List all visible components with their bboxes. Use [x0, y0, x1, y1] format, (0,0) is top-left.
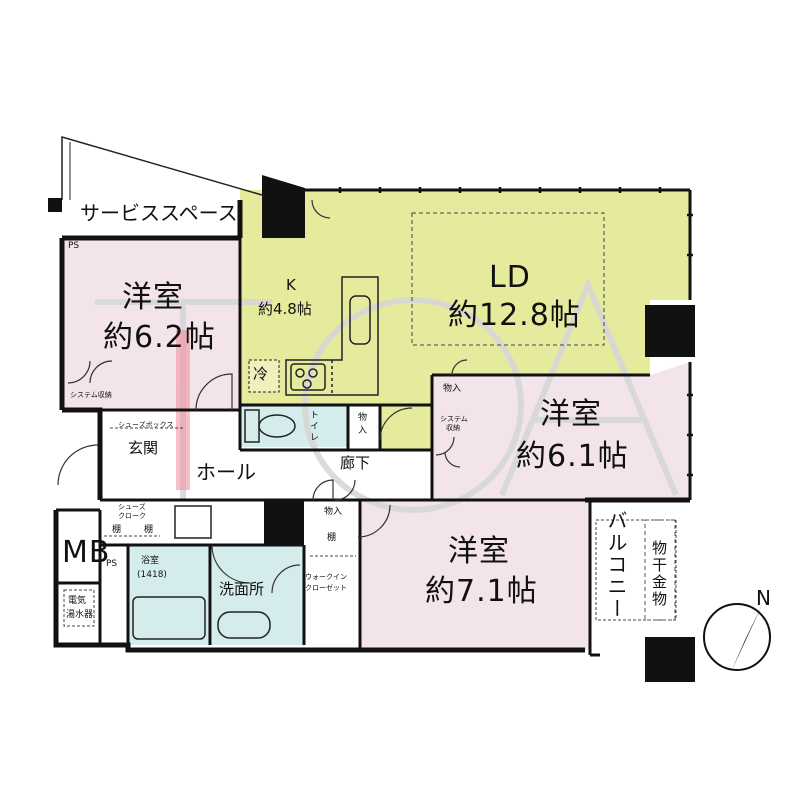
bath-size-label: (1418)	[137, 570, 167, 580]
kitchen-size: 約4.8帖	[258, 300, 312, 318]
water-heater-1-label: 電気	[68, 596, 87, 606]
bedroom-1-name: 洋室	[122, 280, 184, 315]
bedroom-2-floor	[432, 362, 690, 500]
system-storage-2a-label: システム	[440, 415, 468, 423]
hall-label: ホール	[196, 460, 256, 484]
balcony-label: バルコニー	[604, 510, 628, 620]
system-storage-1-label: システム収納	[70, 391, 112, 399]
shelf-3-label: 棚	[327, 533, 337, 543]
monoire-3-label: 物入	[324, 507, 343, 517]
kitchen-counter	[285, 276, 379, 396]
compass-north-label: N	[756, 586, 771, 610]
refrigerator-label: 冷	[253, 365, 269, 383]
drying-rack-box	[644, 519, 676, 621]
bath-label: 浴室	[141, 556, 160, 566]
service-space-label: サービススペース	[80, 201, 238, 225]
bedroom-2-name: 洋室	[540, 397, 602, 432]
door-swings	[57, 199, 468, 594]
ld-dashed-area	[411, 212, 605, 346]
bedroom-3-size: 約7.1帖	[425, 574, 538, 609]
shelf-lines	[104, 427, 677, 621]
toilet-fixture	[244, 409, 296, 443]
shoe-box-label: シューズボックス	[118, 421, 174, 429]
ld-size: 約12.8帖	[448, 298, 581, 333]
washroom-label: 洗面所	[219, 580, 265, 598]
toilet-label: トイレ	[308, 410, 318, 443]
water-heater-box	[63, 589, 95, 627]
kitchen-name: K	[286, 276, 296, 294]
drying-rack-label: 物干金物	[650, 540, 668, 608]
ps-top-label: PS	[68, 241, 80, 251]
mb-label: MB	[62, 535, 111, 570]
walk-in-2-label: クローゼット	[305, 584, 347, 592]
bedroom-2-size: 約6.1帖	[516, 439, 629, 474]
refrigerator-space	[248, 359, 280, 393]
bedroom-3-name: 洋室	[448, 534, 510, 569]
structural-columns	[48, 175, 695, 682]
bath-fixtures	[132, 505, 271, 640]
genkan-label: 玄関	[128, 439, 159, 457]
monoire-2b-label: 入	[358, 426, 368, 436]
shoe-cloak-2-label: クローク	[118, 512, 146, 520]
shoe-cloak-1-label: シューズ	[118, 503, 146, 511]
toilet-floor	[240, 405, 348, 447]
monoire-1-label: 物入	[443, 384, 462, 394]
service-space-outline	[61, 136, 263, 200]
shelf-1-label: 棚	[112, 525, 122, 535]
ldk-floor	[240, 190, 690, 450]
walk-in-1-label: ウォークイン	[305, 573, 347, 581]
system-storage-2b-label: 収納	[446, 424, 460, 432]
water-heater-2-label: 湯水器	[66, 610, 94, 620]
ps-bottom-label: PS	[106, 559, 118, 569]
bathroom-floor	[128, 545, 210, 645]
window-marks	[338, 187, 693, 477]
compass	[703, 603, 771, 672]
bedroom-1-size: 約6.2帖	[103, 320, 216, 355]
ld-name: LD	[489, 260, 531, 295]
monoire-2a-label: 物	[358, 413, 368, 423]
shelf-2-label: 棚	[144, 525, 154, 535]
corridor-label: 廊下	[340, 454, 371, 472]
washroom-floor	[212, 545, 304, 645]
interior-walls	[56, 238, 650, 657]
bedroom-3-floor	[360, 500, 590, 650]
